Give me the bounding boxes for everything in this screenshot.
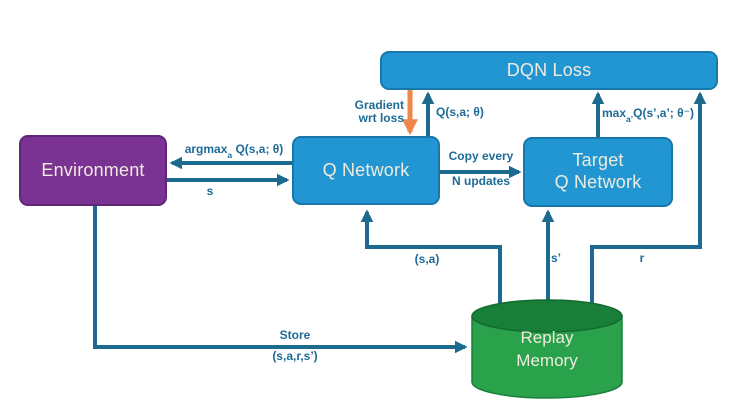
arrow-store-transition: [93, 206, 468, 354]
argmax-edge-label: argmaxa Q(s,a; θ): [184, 142, 284, 161]
max-q-edge-label: maxa’Q(s’,a’; θ⁻): [602, 106, 694, 125]
replay-memory-label-line2: Memory: [516, 351, 578, 370]
q-network-box: Q Network: [292, 136, 440, 205]
store-edge-label-line1: Store: [279, 328, 311, 342]
replay-memory-cylinder: [471, 299, 623, 399]
argmax-subscript: a: [227, 150, 233, 161]
q-network-label: Q Network: [322, 159, 410, 180]
cylinder-top-ellipse: [471, 299, 623, 333]
s-prime-edge-label: s’: [550, 251, 561, 265]
target-q-network-label-line2: Q Network: [554, 172, 642, 192]
dqn-loss-box: DQN Loss: [380, 51, 718, 90]
environment-box: Environment: [19, 135, 167, 206]
reward-edge-label: r: [639, 251, 645, 265]
target-q-network-box: Target Q Network: [523, 137, 673, 207]
target-q-network-label-line1: Target: [572, 150, 624, 171]
dqn-loss-label: DQN Loss: [506, 59, 592, 80]
q-value-edge-label: Q(s,a; θ): [436, 105, 484, 119]
replay-memory-label: Replay Memory: [472, 318, 622, 382]
max-q-subscript: a’: [626, 114, 634, 125]
environment-label: Environment: [41, 159, 145, 180]
gradient-edge-label: Gradient wrt loss: [354, 98, 404, 125]
copy-edge-label-line2: N updates: [451, 174, 510, 188]
arrow-sample-reward: [590, 91, 707, 303]
state-edge-label: s: [206, 184, 214, 198]
replay-memory-label-line1: Replay: [520, 328, 574, 348]
arrow-sample-sa: [360, 209, 502, 303]
store-edge-label-line2: (s,a,r,s’): [272, 349, 318, 363]
sa-edge-label: (s,a): [414, 252, 440, 266]
copy-edge-label-line1: Copy every: [448, 149, 514, 163]
